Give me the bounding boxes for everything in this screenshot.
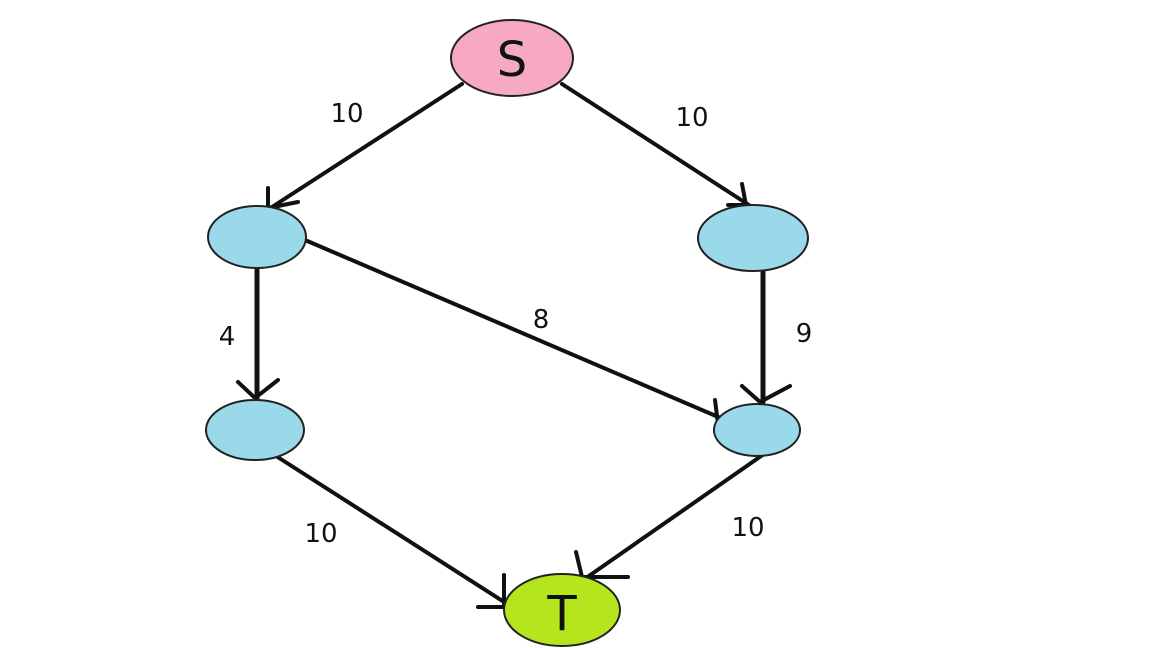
node-b (697, 204, 809, 272)
capacity-label-c-t: 10 (304, 519, 337, 549)
sink-node-label: T (546, 586, 577, 642)
sink-node (503, 573, 621, 647)
edge-b-d (740, 267, 792, 405)
edge-a-c (236, 263, 280, 403)
node-a (207, 205, 307, 269)
edge-a-d (303, 238, 738, 426)
node-d (713, 403, 801, 457)
source-node-label: S (497, 32, 527, 88)
node-c (205, 399, 305, 461)
capacity-label-b-d: 9 (796, 319, 813, 349)
capacity-label-a-d: 8 (533, 305, 550, 335)
edge-s-a (266, 82, 464, 211)
edge-s-b (560, 82, 754, 209)
capacity-label-a-c: 4 (219, 322, 236, 352)
capacity-label-s-b: 10 (675, 103, 708, 133)
source-node (450, 19, 574, 97)
capacity-label-d-t: 10 (731, 513, 764, 543)
capacity-label-s-a: 10 (330, 99, 363, 129)
